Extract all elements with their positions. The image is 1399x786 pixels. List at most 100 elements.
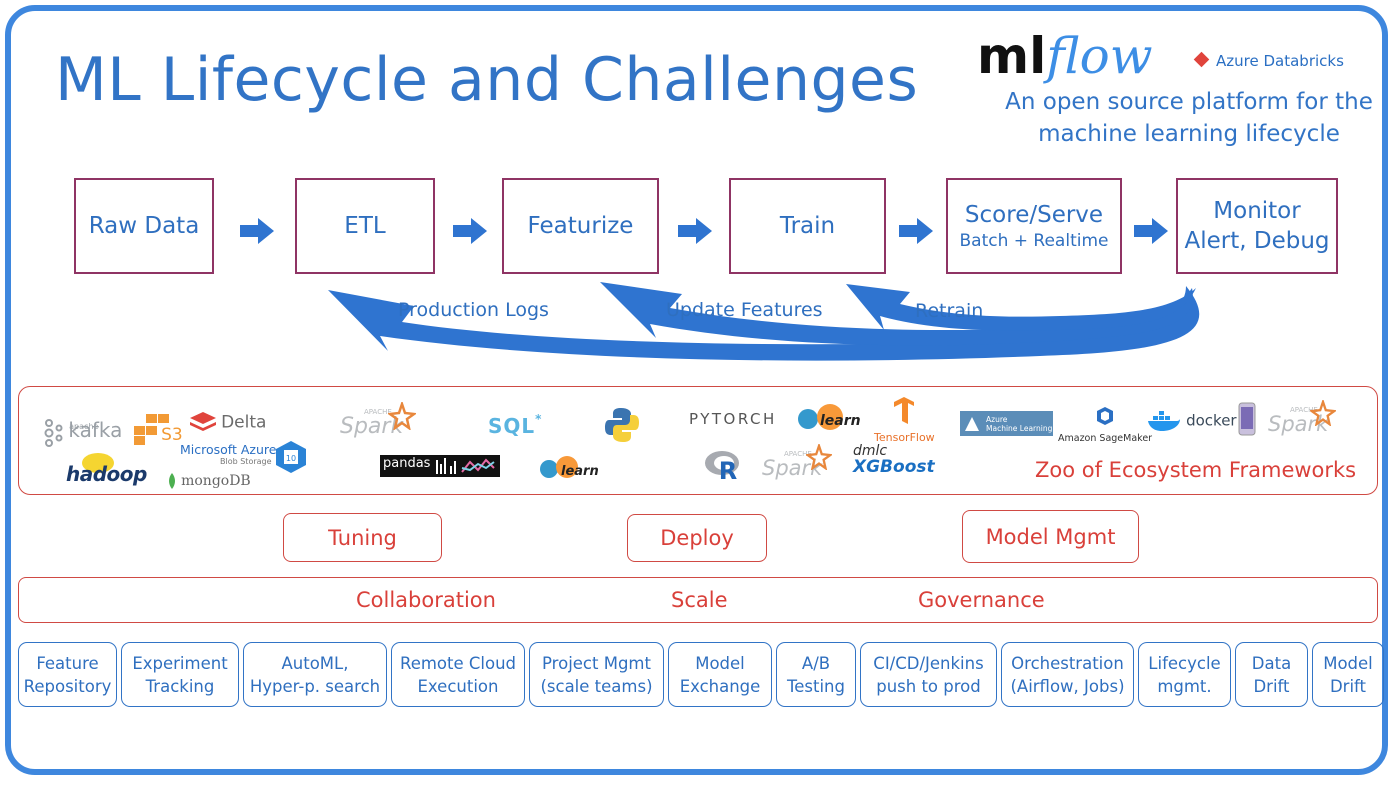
xgboost-text: XGBoost — [853, 457, 935, 477]
capability-line-2: (scale teams) — [540, 676, 653, 696]
hadoop-elephant-icon — [82, 453, 114, 473]
sklearn-logo-1: learn — [539, 456, 599, 479]
capability-line-1: Feature — [36, 653, 99, 673]
challenge-scale: Scale — [671, 588, 728, 612]
s3-logo: S3 — [132, 412, 183, 446]
azure-databricks-label: Azure Databricks — [1193, 51, 1344, 70]
svg-text:10: 10 — [286, 454, 296, 463]
loop-label-production-logs: Production Logs — [398, 299, 549, 321]
mongodb-text: mongoDB — [181, 473, 251, 489]
spark-logo-3: APACHE Spark — [1268, 400, 1336, 436]
partner-name: Azure Databricks — [1216, 52, 1344, 70]
spark-apache-text: APACHE — [784, 450, 812, 458]
delta-text: Delta — [221, 412, 267, 433]
sklearn-text: learn — [561, 464, 599, 479]
capability-line-2: Repository — [23, 676, 112, 696]
sklearn-text: learn — [820, 413, 861, 429]
capability-line-2: Testing — [786, 676, 845, 696]
arrow-right-icon — [1134, 218, 1168, 244]
spark-text: Spark — [340, 414, 404, 439]
loop-label-retrain: Retrain — [915, 300, 984, 322]
capability-line-2: Hyper-p. search — [249, 676, 381, 696]
stage-train: Train — [729, 178, 886, 274]
challenge-governance: Governance — [918, 588, 1045, 612]
arrow-right-icon — [453, 218, 487, 244]
spark-star-icon — [1310, 400, 1336, 426]
capability-line-2: Exchange — [679, 676, 761, 696]
capability-line-2: Drift — [1253, 676, 1290, 696]
capability-line-1: CI/CD/Jenkins — [873, 653, 984, 673]
s3-cubes-icon — [134, 414, 169, 445]
delta-icon — [190, 412, 216, 431]
r-logo-icon: R — [705, 451, 739, 482]
loop-retrain-arrow — [846, 284, 1196, 331]
pandas-text: pandas — [383, 456, 431, 471]
stage-sublabel: Alert, Debug — [1184, 228, 1330, 254]
spark-apache-text: APACHE — [364, 408, 392, 416]
stage-featurize: Featurize — [502, 178, 659, 274]
slide-title: ML Lifecycle and Challenges — [55, 45, 919, 115]
logo-ml-text: ml — [977, 27, 1047, 85]
sagemaker-icon — [1097, 407, 1114, 425]
mongodb-leaf-icon — [169, 472, 175, 489]
azure-blob-text: Microsoft Azure — [180, 442, 277, 457]
stage-label: Featurize — [527, 213, 634, 239]
capability-line-2: Execution — [417, 676, 499, 696]
stage-raw-data: Raw Data — [74, 178, 214, 274]
capability-line-1: AutoML, — [281, 653, 349, 673]
challenge-model-mgmt: Model Mgmt — [962, 510, 1139, 563]
capability-line-2: (Airflow, Jobs) — [1010, 676, 1125, 696]
python-icon — [605, 408, 639, 442]
delta-logo: Delta — [190, 412, 266, 434]
azure-ml-text-1: Azure — [986, 415, 1008, 424]
stage-label: ETL — [344, 213, 386, 239]
pytorch-logo: PYTORCH — [689, 410, 777, 428]
ecosystem-box — [18, 386, 1378, 495]
stage-label: Score/Serve — [964, 202, 1104, 228]
docker-logo: docker — [1147, 410, 1237, 432]
capability-line-1: Experiment — [132, 653, 228, 673]
kafka-logo: apachekafka — [42, 418, 122, 447]
sagemaker-text: Amazon SageMaker — [1058, 433, 1153, 444]
capability-line-2: mgmt. — [1157, 676, 1212, 696]
loop-label-update-features: Update Features — [666, 299, 823, 321]
sagemaker-logo: Amazon SageMaker — [1058, 406, 1152, 445]
logo-flow-text: flow — [1046, 27, 1153, 85]
kafka-apache-text: apache — [69, 422, 99, 431]
s3-text: S3 — [161, 424, 183, 445]
capability-line-2: Drift — [1329, 676, 1367, 696]
arrow-right-icon — [240, 218, 274, 244]
sklearn-icon — [540, 456, 578, 478]
r-text: R — [719, 457, 737, 482]
xgboost-logo: dmlc XGBoost — [853, 443, 935, 477]
tagline-line-1: An open source platform for the — [1005, 89, 1373, 115]
mongodb-logo: mongoDB — [168, 470, 251, 489]
feedback-loops — [328, 282, 1200, 361]
kafka-icon — [44, 418, 63, 447]
arrow-right-icon — [899, 218, 933, 244]
dmlc-text: dmlc — [853, 443, 888, 459]
spark-logo-2: APACHE Spark — [762, 444, 832, 480]
kafka-text: kafka — [68, 418, 123, 442]
tagline: An open source platform for the machine … — [1004, 86, 1374, 150]
stage-label: Monitor — [1213, 198, 1301, 224]
capability-project-mgmt: Project Mgmt (scale teams) — [529, 642, 664, 707]
capability-line-1: Orchestration — [1011, 653, 1124, 673]
challenge-deploy: Deploy — [627, 514, 767, 562]
slide-frame — [5, 5, 1388, 775]
capability-automl: AutoML, Hyper-p. search — [243, 642, 387, 707]
stage-sublabel: Batch + Realtime — [959, 231, 1109, 251]
stage-etl: ETL — [295, 178, 435, 274]
azure-blob-subtext: Blob Storage — [220, 457, 272, 466]
capability-line-1: Project Mgmt — [542, 653, 651, 673]
azure-ml-text-2: Machine Learning — [986, 424, 1053, 433]
pandas-logo: pandas — [380, 455, 500, 477]
sklearn-logo-2: learn — [796, 404, 861, 430]
sql-text: SQL — [488, 414, 536, 438]
capability-line-1: Remote Cloud — [399, 653, 517, 673]
phone-icon — [1238, 402, 1256, 436]
capability-line-1: Model — [1323, 653, 1373, 673]
